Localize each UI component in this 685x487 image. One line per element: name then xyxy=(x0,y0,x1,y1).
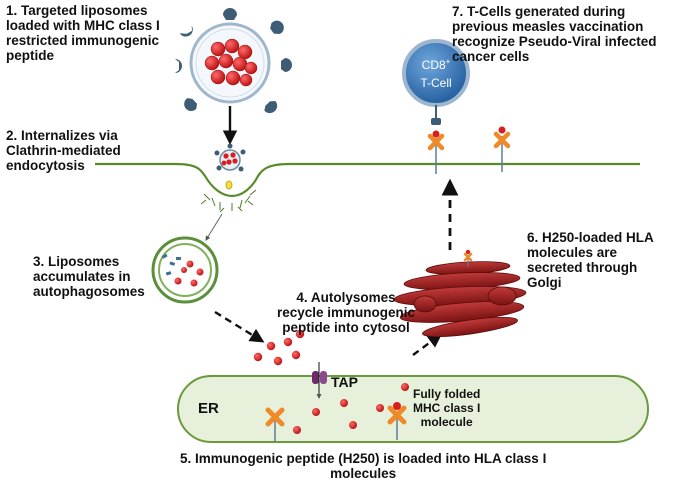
er-peptides xyxy=(293,383,409,434)
er-label: ER xyxy=(198,400,219,417)
arrow-to-autophagosome xyxy=(205,213,223,241)
internalized-liposome xyxy=(214,143,246,190)
step-5-label: 5. Immunogenic peptide (H250) is loaded … xyxy=(180,451,547,481)
surface-mhc-right xyxy=(493,126,511,172)
step-4-label: 4. Autolysomes recycle immunogenic pepti… xyxy=(277,290,416,335)
mhc-folded-label: Fully folded MHC class I molecule xyxy=(413,387,481,429)
arrow-to-golgi xyxy=(412,333,443,356)
step-2-label: 2. Internalizes via Clathrin-mediated en… xyxy=(6,128,121,173)
arrow-to-cytosol xyxy=(214,310,265,343)
step-3-label: 3. Liposomes accumulates in autophagosom… xyxy=(33,254,145,299)
svg-text:CD8+: CD8+ xyxy=(422,57,451,72)
clathrin-coat xyxy=(200,189,257,213)
tcell-name-label: T-Cell xyxy=(420,76,451,90)
tap-transporter xyxy=(312,362,327,399)
step-1-label: 1. Targeted liposomes loaded with MHC cl… xyxy=(6,3,160,63)
step-6-label: 6. H250-loaded HLA molecules are secrete… xyxy=(527,230,654,290)
tap-label: TAP xyxy=(331,374,358,390)
endoplasmic-reticulum xyxy=(177,375,649,443)
cell-membrane xyxy=(95,162,640,198)
mhc-folded xyxy=(387,402,407,440)
golgi-mhc xyxy=(463,249,473,267)
surface-mhc-left xyxy=(427,130,445,174)
cytosol-peptides xyxy=(253,329,305,366)
step-7-label: 7. T-Cells generated during previous mea… xyxy=(452,4,657,64)
tcell-cd8-label: CD8 xyxy=(422,58,446,72)
tcell-cd8-sup: + xyxy=(446,57,451,66)
targeted-liposome xyxy=(175,8,292,114)
cd8-t-cell xyxy=(402,39,470,125)
mhc-empty xyxy=(265,407,285,442)
autophagosome xyxy=(151,236,219,304)
golgi-apparatus xyxy=(393,261,527,338)
